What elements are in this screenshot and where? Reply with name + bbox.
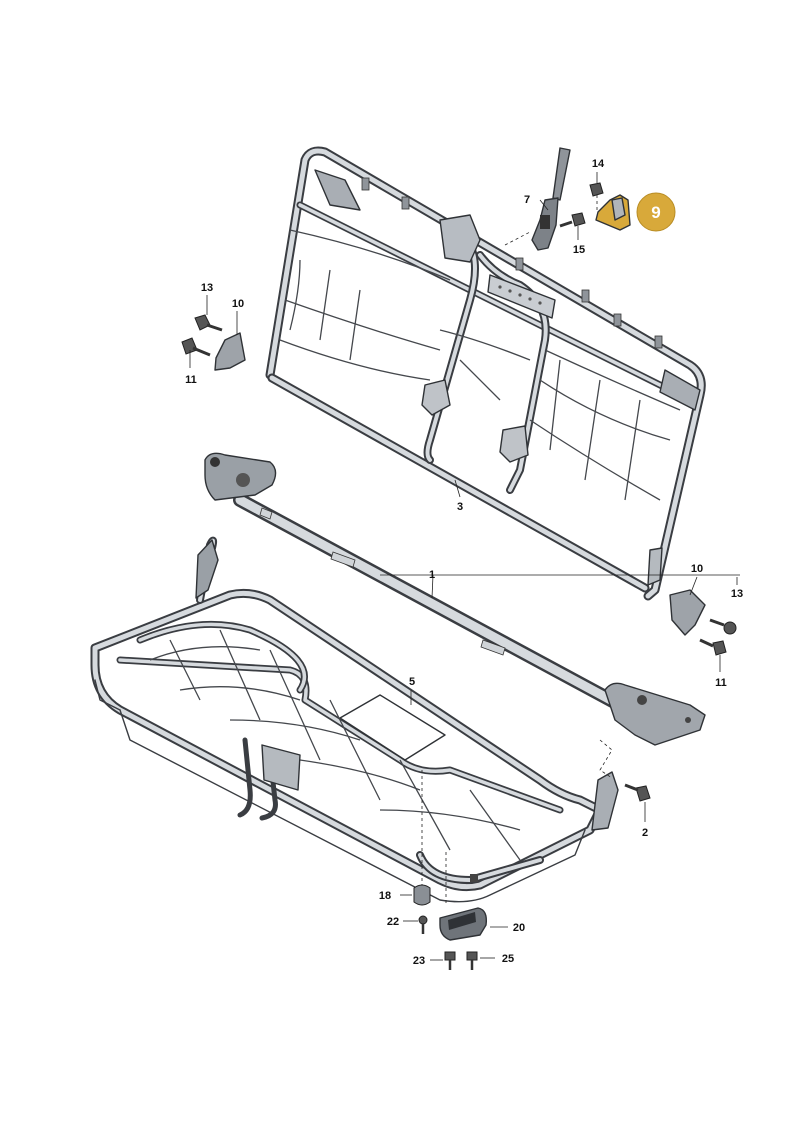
pad-5 — [339, 694, 446, 761]
callout-1: 1 — [429, 569, 435, 581]
bolt-13-right — [709, 618, 737, 635]
buffer-20 — [439, 907, 488, 941]
callout-10-right: 10 — [691, 563, 703, 575]
callout-14: 14 — [592, 158, 605, 170]
backrest-frame — [265, 146, 706, 601]
bolt-15 — [559, 212, 586, 228]
bolt-14 — [589, 182, 604, 197]
callout-5: 5 — [409, 676, 415, 688]
callout-11-left: 11 — [185, 374, 197, 386]
bolt-2 — [624, 783, 651, 802]
cross-tube — [204, 452, 706, 746]
bolt-11-left — [181, 337, 211, 357]
callout-15: 15 — [573, 244, 585, 256]
hinge-bracket-10-right — [669, 589, 706, 636]
callout-2: 2 — [642, 827, 648, 839]
screw-23 — [444, 951, 456, 970]
hinge-bracket-10-left — [214, 332, 246, 371]
release-lever-7 — [531, 147, 571, 251]
seat-frame — [90, 536, 619, 903]
callout-7: 7 — [524, 194, 530, 206]
callout-25: 25 — [502, 953, 514, 965]
bolt-11-right — [699, 638, 727, 656]
callout-22: 22 — [387, 916, 399, 928]
callout-18: 18 — [379, 890, 391, 902]
callout-11-right: 11 — [715, 677, 727, 689]
callout-3: 3 — [457, 501, 463, 513]
highlighted-part-badge[interactable]: 9 — [636, 192, 676, 232]
leader-lines — [189, 172, 740, 961]
screw-25 — [466, 951, 478, 970]
callout-10-left: 10 — [232, 298, 244, 310]
dashed-guides — [421, 195, 613, 905]
bracket-9 — [595, 194, 631, 231]
bumper-18 — [413, 884, 431, 906]
bolt-13-left — [194, 314, 223, 332]
screw-22 — [418, 915, 428, 934]
callout-20: 20 — [513, 922, 525, 934]
callout-23: 23 — [413, 955, 425, 967]
callout-13-left: 13 — [201, 282, 213, 294]
callout-9: 9 — [651, 203, 660, 222]
callout-13-right: 13 — [731, 588, 743, 600]
